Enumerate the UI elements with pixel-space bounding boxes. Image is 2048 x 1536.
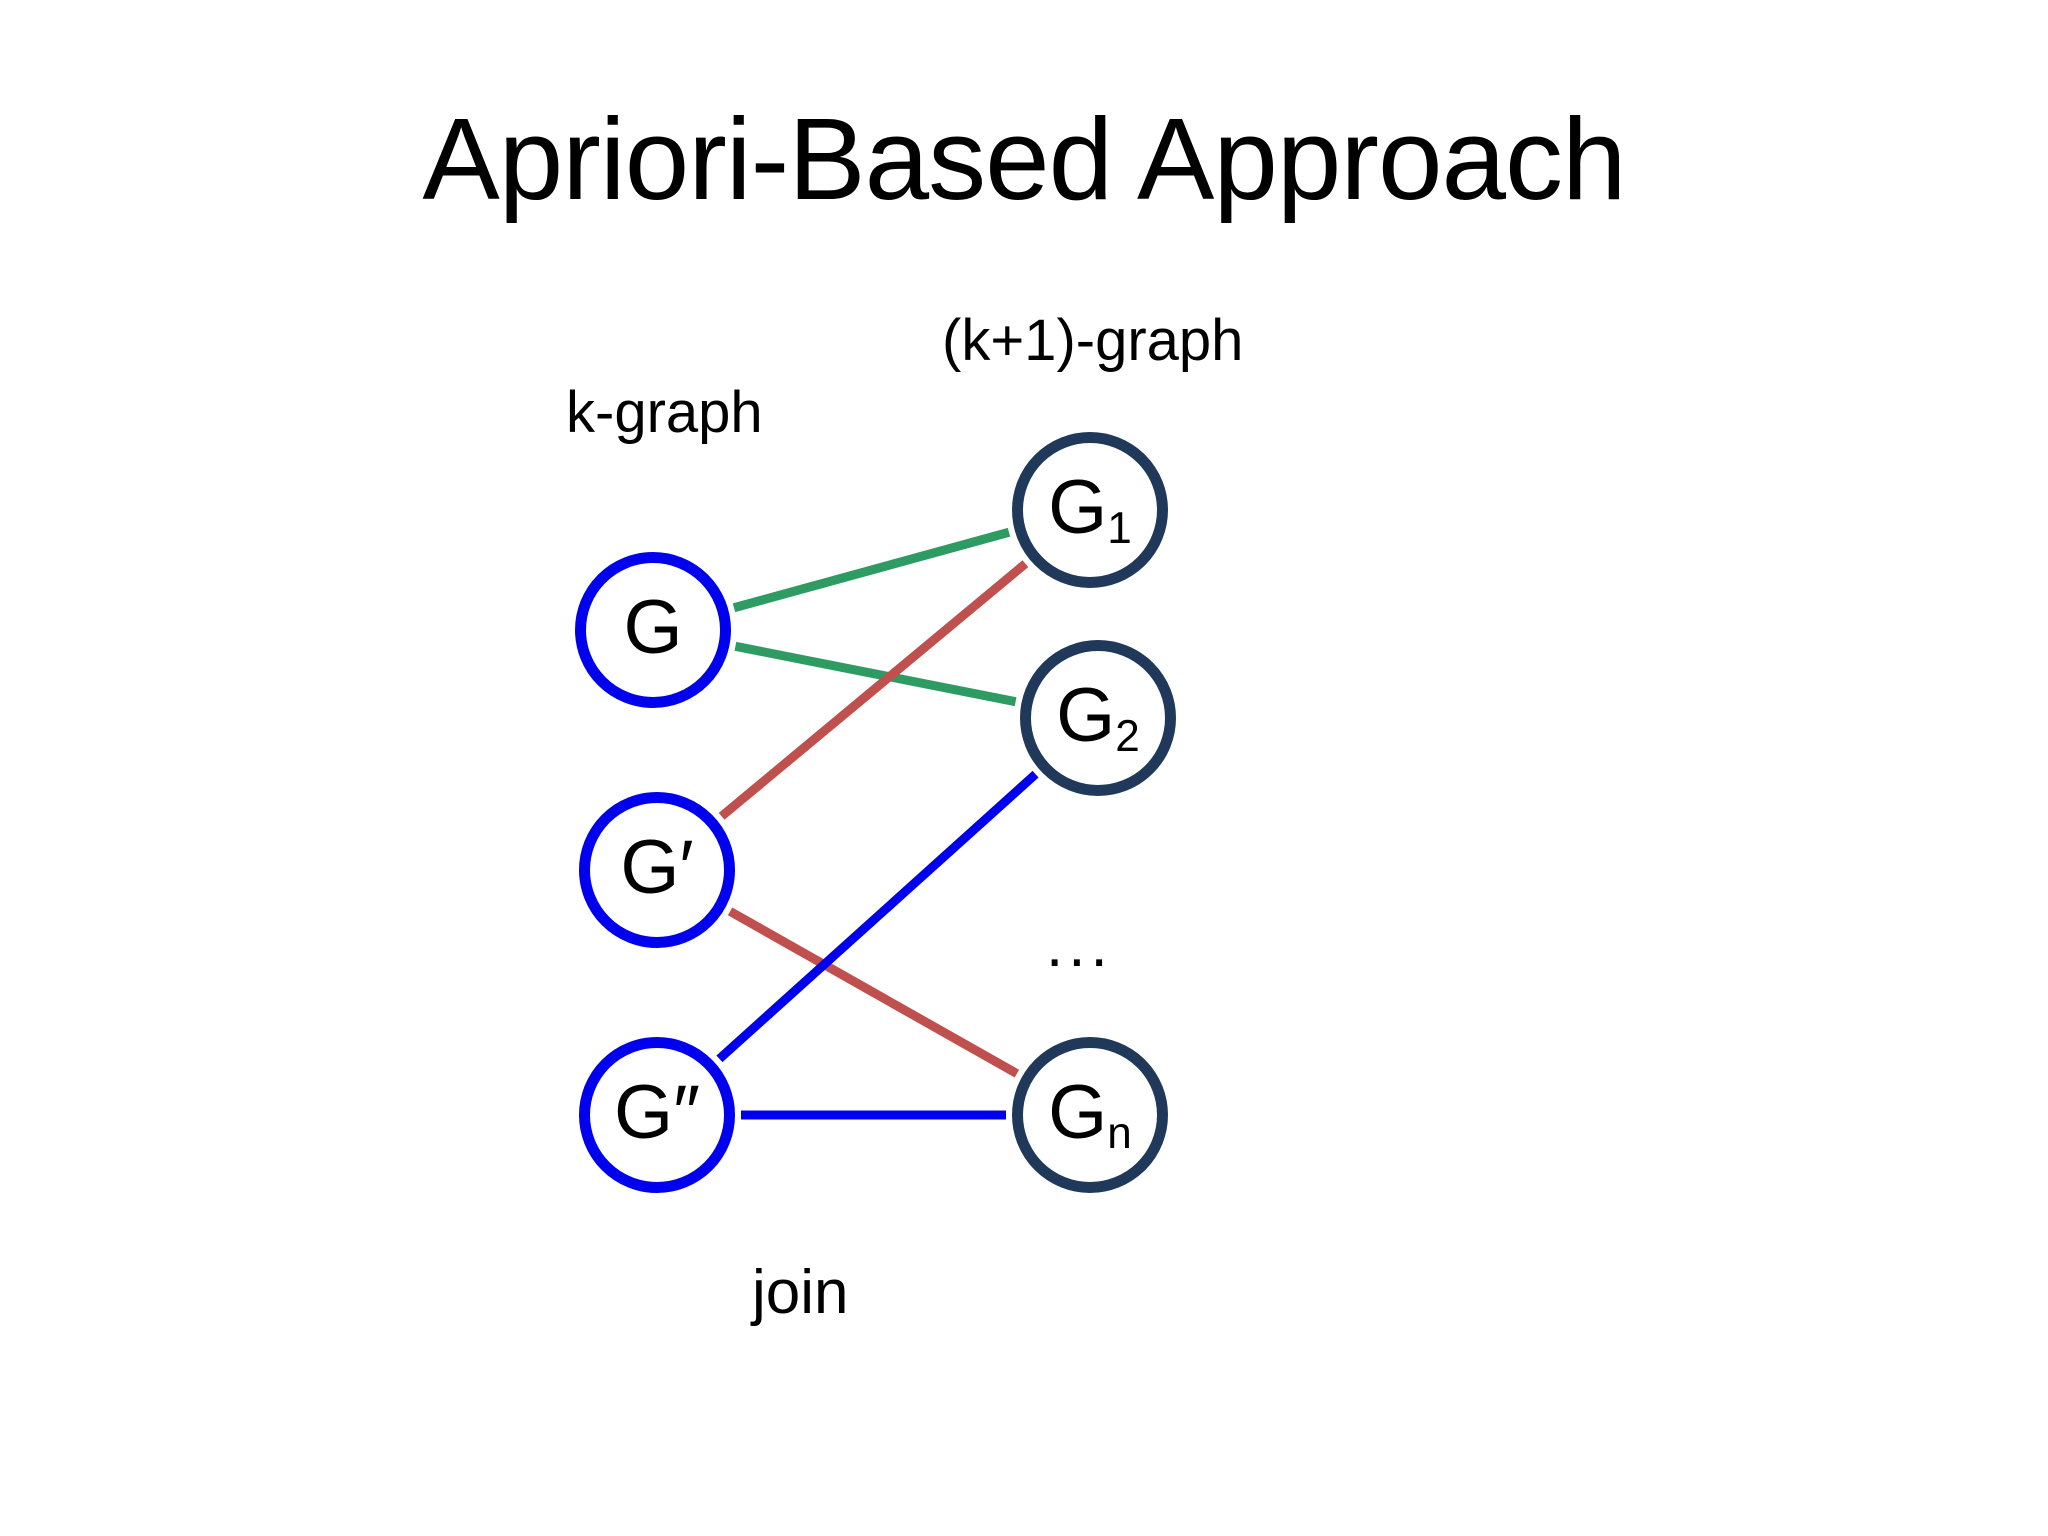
ellipsis-indicator: ...: [1046, 911, 1113, 980]
node-g-prime[interactable]: G′: [579, 792, 735, 948]
node-g-double-prime-label: G″: [613, 1070, 701, 1155]
node-g-label: G: [623, 585, 683, 670]
node-g-double-prime[interactable]: G″: [579, 1037, 735, 1193]
node-gn-label: Gn: [1048, 1070, 1132, 1158]
node-g[interactable]: G: [575, 552, 731, 708]
edge-Gdprime-to-G2: [716, 770, 1039, 1063]
edge-G-to-G1: [732, 527, 1011, 613]
edge-G-to-G2: [734, 641, 1017, 707]
edge-Gprime-to-Gn: [727, 907, 1020, 1078]
node-g-prime-label: G′: [620, 825, 694, 910]
node-g1-label: G1: [1048, 465, 1132, 553]
node-gn[interactable]: Gn: [1012, 1037, 1168, 1193]
node-g2-label: G2: [1056, 673, 1140, 761]
caption-k-graph: k-graph: [566, 380, 763, 445]
join-label: join: [752, 1258, 849, 1327]
page-title: Apriori-Based Approach: [422, 94, 1626, 224]
node-g1[interactable]: G1: [1012, 432, 1168, 588]
edge-Gprime-to-G1: [718, 560, 1029, 820]
caption-k-plus-1-graph: (k+1)-graph: [942, 308, 1244, 373]
node-g2[interactable]: G2: [1020, 640, 1176, 796]
